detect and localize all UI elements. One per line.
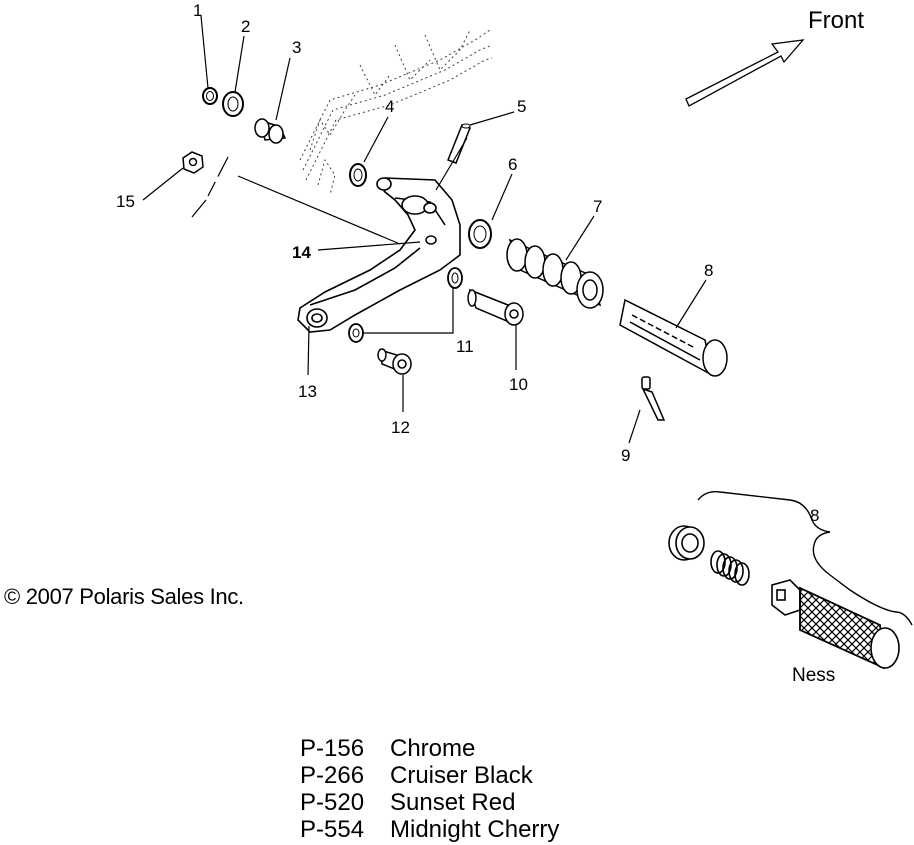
part-14-fitting <box>425 235 437 245</box>
part-1-circlip <box>202 87 218 105</box>
part-8-footpeg <box>619 298 728 377</box>
part-2-washer <box>222 91 244 117</box>
callout-3: 3 <box>292 38 301 57</box>
callout-8: 8 <box>704 261 713 280</box>
part-12-bolt <box>377 348 412 375</box>
copyright-notice: © 2007 Polaris Sales Inc. <box>4 584 244 609</box>
ness-label: Ness <box>792 665 835 686</box>
paint-name: Sunset Red <box>390 789 516 816</box>
part-9-detent <box>641 376 666 421</box>
callout-15: 15 <box>116 192 135 211</box>
paint-row: P-520 Sunset Red <box>300 789 559 816</box>
front-label: Front <box>808 7 864 34</box>
callout-4: 4 <box>385 97 394 116</box>
paint-name: Chrome <box>390 735 476 762</box>
part-5-roll-pin <box>447 123 471 164</box>
ness-part-peg <box>771 579 900 670</box>
callout-8-ness: 8 <box>810 506 819 525</box>
paint-code-list: P-156 Chrome P-266 Cruiser Black P-520 S… <box>300 735 559 843</box>
part-6-washer <box>468 219 492 249</box>
assembly-lines <box>191 156 401 245</box>
callout-6: 6 <box>508 155 517 174</box>
paint-code: P-266 <box>300 762 365 789</box>
part-11-washer-b <box>348 323 364 343</box>
paint-name: Midnight Cherry <box>390 816 560 843</box>
part-10-bolt <box>467 288 524 326</box>
callout-11: 11 <box>456 337 474 356</box>
part-7-peg-rubber <box>506 238 604 309</box>
leader-lines <box>142 15 707 444</box>
ness-kit-bracket <box>697 490 913 626</box>
part-11-washer-a <box>447 267 463 289</box>
paint-name: Cruiser Black <box>390 762 533 789</box>
callout-2: 2 <box>241 17 250 36</box>
ness-part-spring <box>710 550 750 586</box>
part-13-shift-lever <box>297 177 461 333</box>
paint-code: P-520 <box>300 789 365 816</box>
front-direction-arrow <box>685 39 805 107</box>
callout-7: 7 <box>593 197 602 216</box>
part-3-bushing <box>254 118 287 144</box>
paint-row: P-156 Chrome <box>300 735 559 762</box>
callout-12: 12 <box>391 418 410 437</box>
paint-row: P-266 Cruiser Black <box>300 762 559 789</box>
callout-14: 14 <box>292 243 311 262</box>
callout-9: 9 <box>621 446 630 465</box>
paint-code: P-156 <box>300 735 365 762</box>
frame-background-hatching <box>299 29 493 196</box>
callout-numbers: 1 2 3 4 5 6 7 8 9 10 11 12 13 14 15 8 <box>116 1 819 525</box>
callout-1: 1 <box>193 1 202 20</box>
paint-row: P-554 Midnight Cherry <box>300 816 559 843</box>
callout-5: 5 <box>517 97 526 116</box>
callout-10: 10 <box>509 375 528 394</box>
callout-13: 13 <box>298 382 317 401</box>
part-15-nut <box>182 151 204 174</box>
part-4-washer <box>349 163 367 187</box>
ness-part-cap <box>668 525 705 561</box>
paint-code: P-554 <box>300 816 365 843</box>
